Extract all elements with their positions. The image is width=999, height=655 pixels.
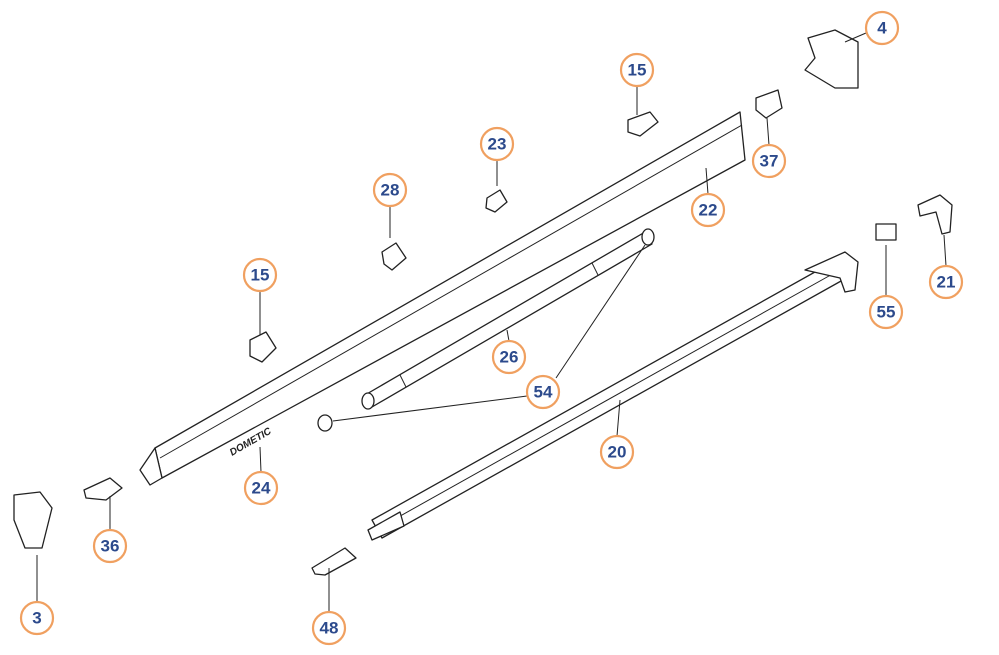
svg-text:55: 55 — [877, 303, 896, 322]
svg-text:22: 22 — [699, 201, 718, 220]
callout[interactable]: 26 — [491, 339, 527, 375]
callout[interactable]: 3 — [19, 600, 55, 636]
bracket-top[interactable] — [627, 111, 659, 137]
arm-fitting[interactable] — [917, 194, 953, 235]
svg-text:20: 20 — [608, 443, 627, 462]
callout[interactable]: 36 — [92, 528, 128, 564]
svg-text:37: 37 — [760, 152, 779, 171]
leader-lines — [36, 32, 947, 612]
svg-text:15: 15 — [628, 61, 647, 80]
svg-text:26: 26 — [500, 348, 519, 367]
svg-text:15: 15 — [251, 266, 270, 285]
end-cap-right[interactable] — [804, 29, 859, 89]
svg-text:54: 54 — [534, 383, 553, 402]
callout[interactable]: 28 — [372, 172, 408, 208]
callout[interactable]: 54 — [525, 374, 561, 410]
lead-rail[interactable] — [367, 251, 859, 541]
callout[interactable]: 24 — [243, 470, 279, 506]
small-block[interactable] — [875, 223, 897, 241]
svg-text:23: 23 — [488, 135, 507, 154]
clip-right[interactable] — [755, 89, 783, 119]
callout[interactable]: 55 — [868, 294, 904, 330]
svg-text:28: 28 — [381, 181, 400, 200]
svg-text:21: 21 — [937, 273, 956, 292]
svg-text:3: 3 — [32, 609, 41, 628]
bracket-left[interactable] — [249, 331, 277, 363]
callout[interactable]: 15 — [242, 257, 278, 293]
rail-end-fitting[interactable] — [311, 547, 357, 576]
end-cap-left[interactable] — [13, 491, 53, 549]
callout[interactable]: 23 — [479, 126, 515, 162]
callout[interactable]: 21 — [928, 264, 964, 300]
clip-center[interactable] — [485, 189, 508, 213]
callout[interactable]: 15 — [619, 52, 655, 88]
svg-text:4: 4 — [877, 19, 887, 38]
clip-lower[interactable] — [83, 477, 123, 501]
roller-tube[interactable] — [361, 228, 655, 410]
callout[interactable]: 20 — [599, 434, 635, 470]
callout[interactable]: 37 — [751, 143, 787, 179]
callout[interactable]: 48 — [311, 610, 347, 646]
tube-end-cap[interactable] — [317, 414, 333, 432]
clip-left[interactable] — [381, 242, 407, 271]
callout[interactable]: 22 — [690, 192, 726, 228]
svg-text:36: 36 — [101, 537, 120, 556]
svg-text:24: 24 — [252, 479, 271, 498]
cassette-housing[interactable]: DOMETIC — [139, 111, 746, 486]
svg-text:48: 48 — [320, 619, 339, 638]
callout[interactable]: 4 — [864, 10, 900, 46]
